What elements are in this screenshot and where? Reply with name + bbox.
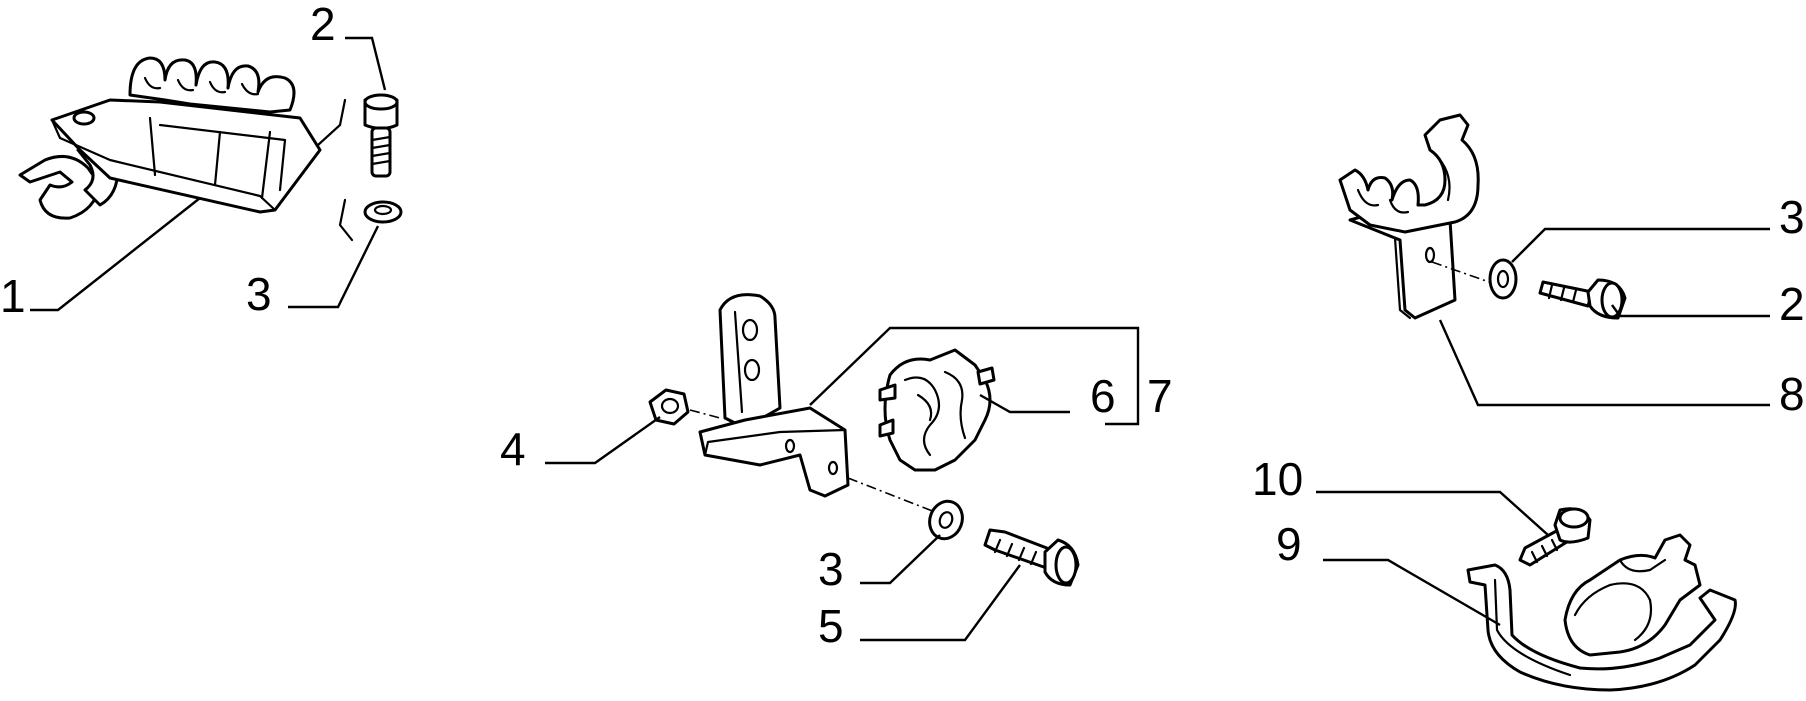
leader-6: [979, 393, 1070, 414]
leader-2a: [345, 36, 387, 91]
bolt-2a-icon: [363, 93, 399, 178]
leader-2b: [1611, 304, 1770, 318]
leader-10: [1316, 490, 1549, 536]
bracket-8-icon: [1338, 113, 1480, 320]
bolt-10-icon: [1518, 507, 1592, 567]
callout-2a: 2: [310, 0, 336, 50]
callout-7: 7: [1147, 370, 1173, 422]
leader-4: [545, 416, 661, 465]
callout-9: 9: [1276, 518, 1302, 570]
callout-5: 5: [818, 600, 844, 652]
callout-4: 4: [500, 423, 526, 475]
bolt-5-icon: [983, 528, 1080, 587]
leader-3c: [1511, 227, 1770, 263]
washer-3a-icon: [363, 200, 403, 224]
washer-3b-icon: [928, 499, 964, 541]
angle-bracket-icon: [698, 293, 850, 498]
callout-8: 8: [1779, 368, 1805, 420]
leader-8: [1438, 319, 1770, 407]
callout-6: 6: [1090, 370, 1116, 422]
leader-3b: [860, 534, 941, 585]
nut-4-icon: [648, 388, 690, 426]
u-bracket-9-icon: [1466, 533, 1737, 692]
leader-7-bracket: [809, 326, 1140, 426]
washer-3c-icon: [1488, 258, 1518, 300]
axis-line-washer: [847, 477, 936, 513]
leader-3a: [288, 225, 380, 309]
part-1-bracket-clip-icon: [18, 56, 322, 220]
callout-3c: 3: [1779, 191, 1805, 243]
callout-3a: 3: [246, 268, 272, 320]
axis-line-nut: [689, 409, 721, 419]
pipe-clip-6-icon: [878, 348, 996, 472]
leader-9: [1323, 558, 1501, 627]
leader-1: [30, 197, 201, 312]
callout-10: 10: [1252, 453, 1303, 505]
bolt-2b-icon: [1538, 278, 1627, 320]
callout-3b: 3: [818, 543, 844, 595]
bracket-wire-left-icon: [316, 98, 354, 242]
leader-5: [860, 564, 1021, 642]
callout-1: 1: [0, 270, 26, 322]
callout-2b: 2: [1779, 278, 1805, 330]
